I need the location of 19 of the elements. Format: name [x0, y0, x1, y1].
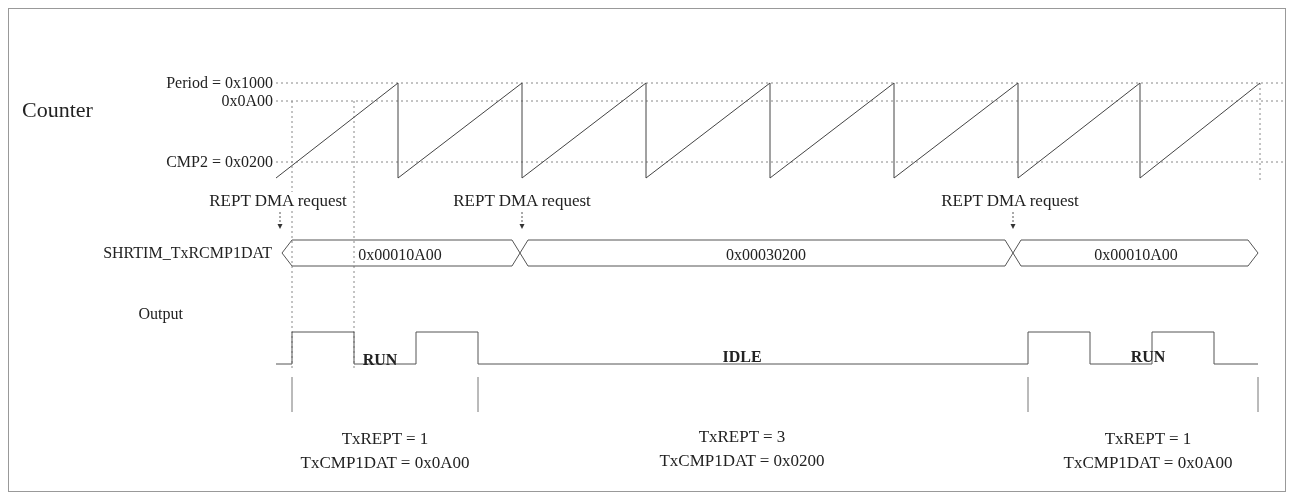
state-label: RUN: [1130, 349, 1166, 365]
bus-value: 0x00010A00: [356, 247, 444, 263]
signal-name: SHRTIM_TxRCMP1DAT: [103, 245, 272, 261]
register-setting: TxREPT = 3: [698, 427, 786, 445]
signal-name: Output: [138, 306, 183, 322]
register-setting: TxCMP1DAT = 0x0A00: [300, 453, 470, 471]
register-setting: TxREPT = 1: [1104, 429, 1192, 447]
axis-value: Period = 0x1000: [166, 75, 273, 91]
register-setting: TxREPT = 1: [341, 429, 429, 447]
axis-label: Counter: [22, 99, 93, 121]
axis-value: 0x0A00: [221, 93, 273, 109]
register-setting: TxCMP1DAT = 0x0200: [659, 451, 825, 469]
axis-value: CMP2 = 0x0200: [166, 154, 273, 170]
state-label: IDLE: [722, 349, 762, 365]
event-label: REPT DMA request: [207, 191, 349, 209]
bus-value: 0x00010A00: [1092, 247, 1180, 263]
state-label: RUN: [362, 352, 398, 368]
register-setting: TxCMP1DAT = 0x0A00: [1063, 453, 1233, 471]
bus-value: 0x00030200: [724, 247, 808, 263]
